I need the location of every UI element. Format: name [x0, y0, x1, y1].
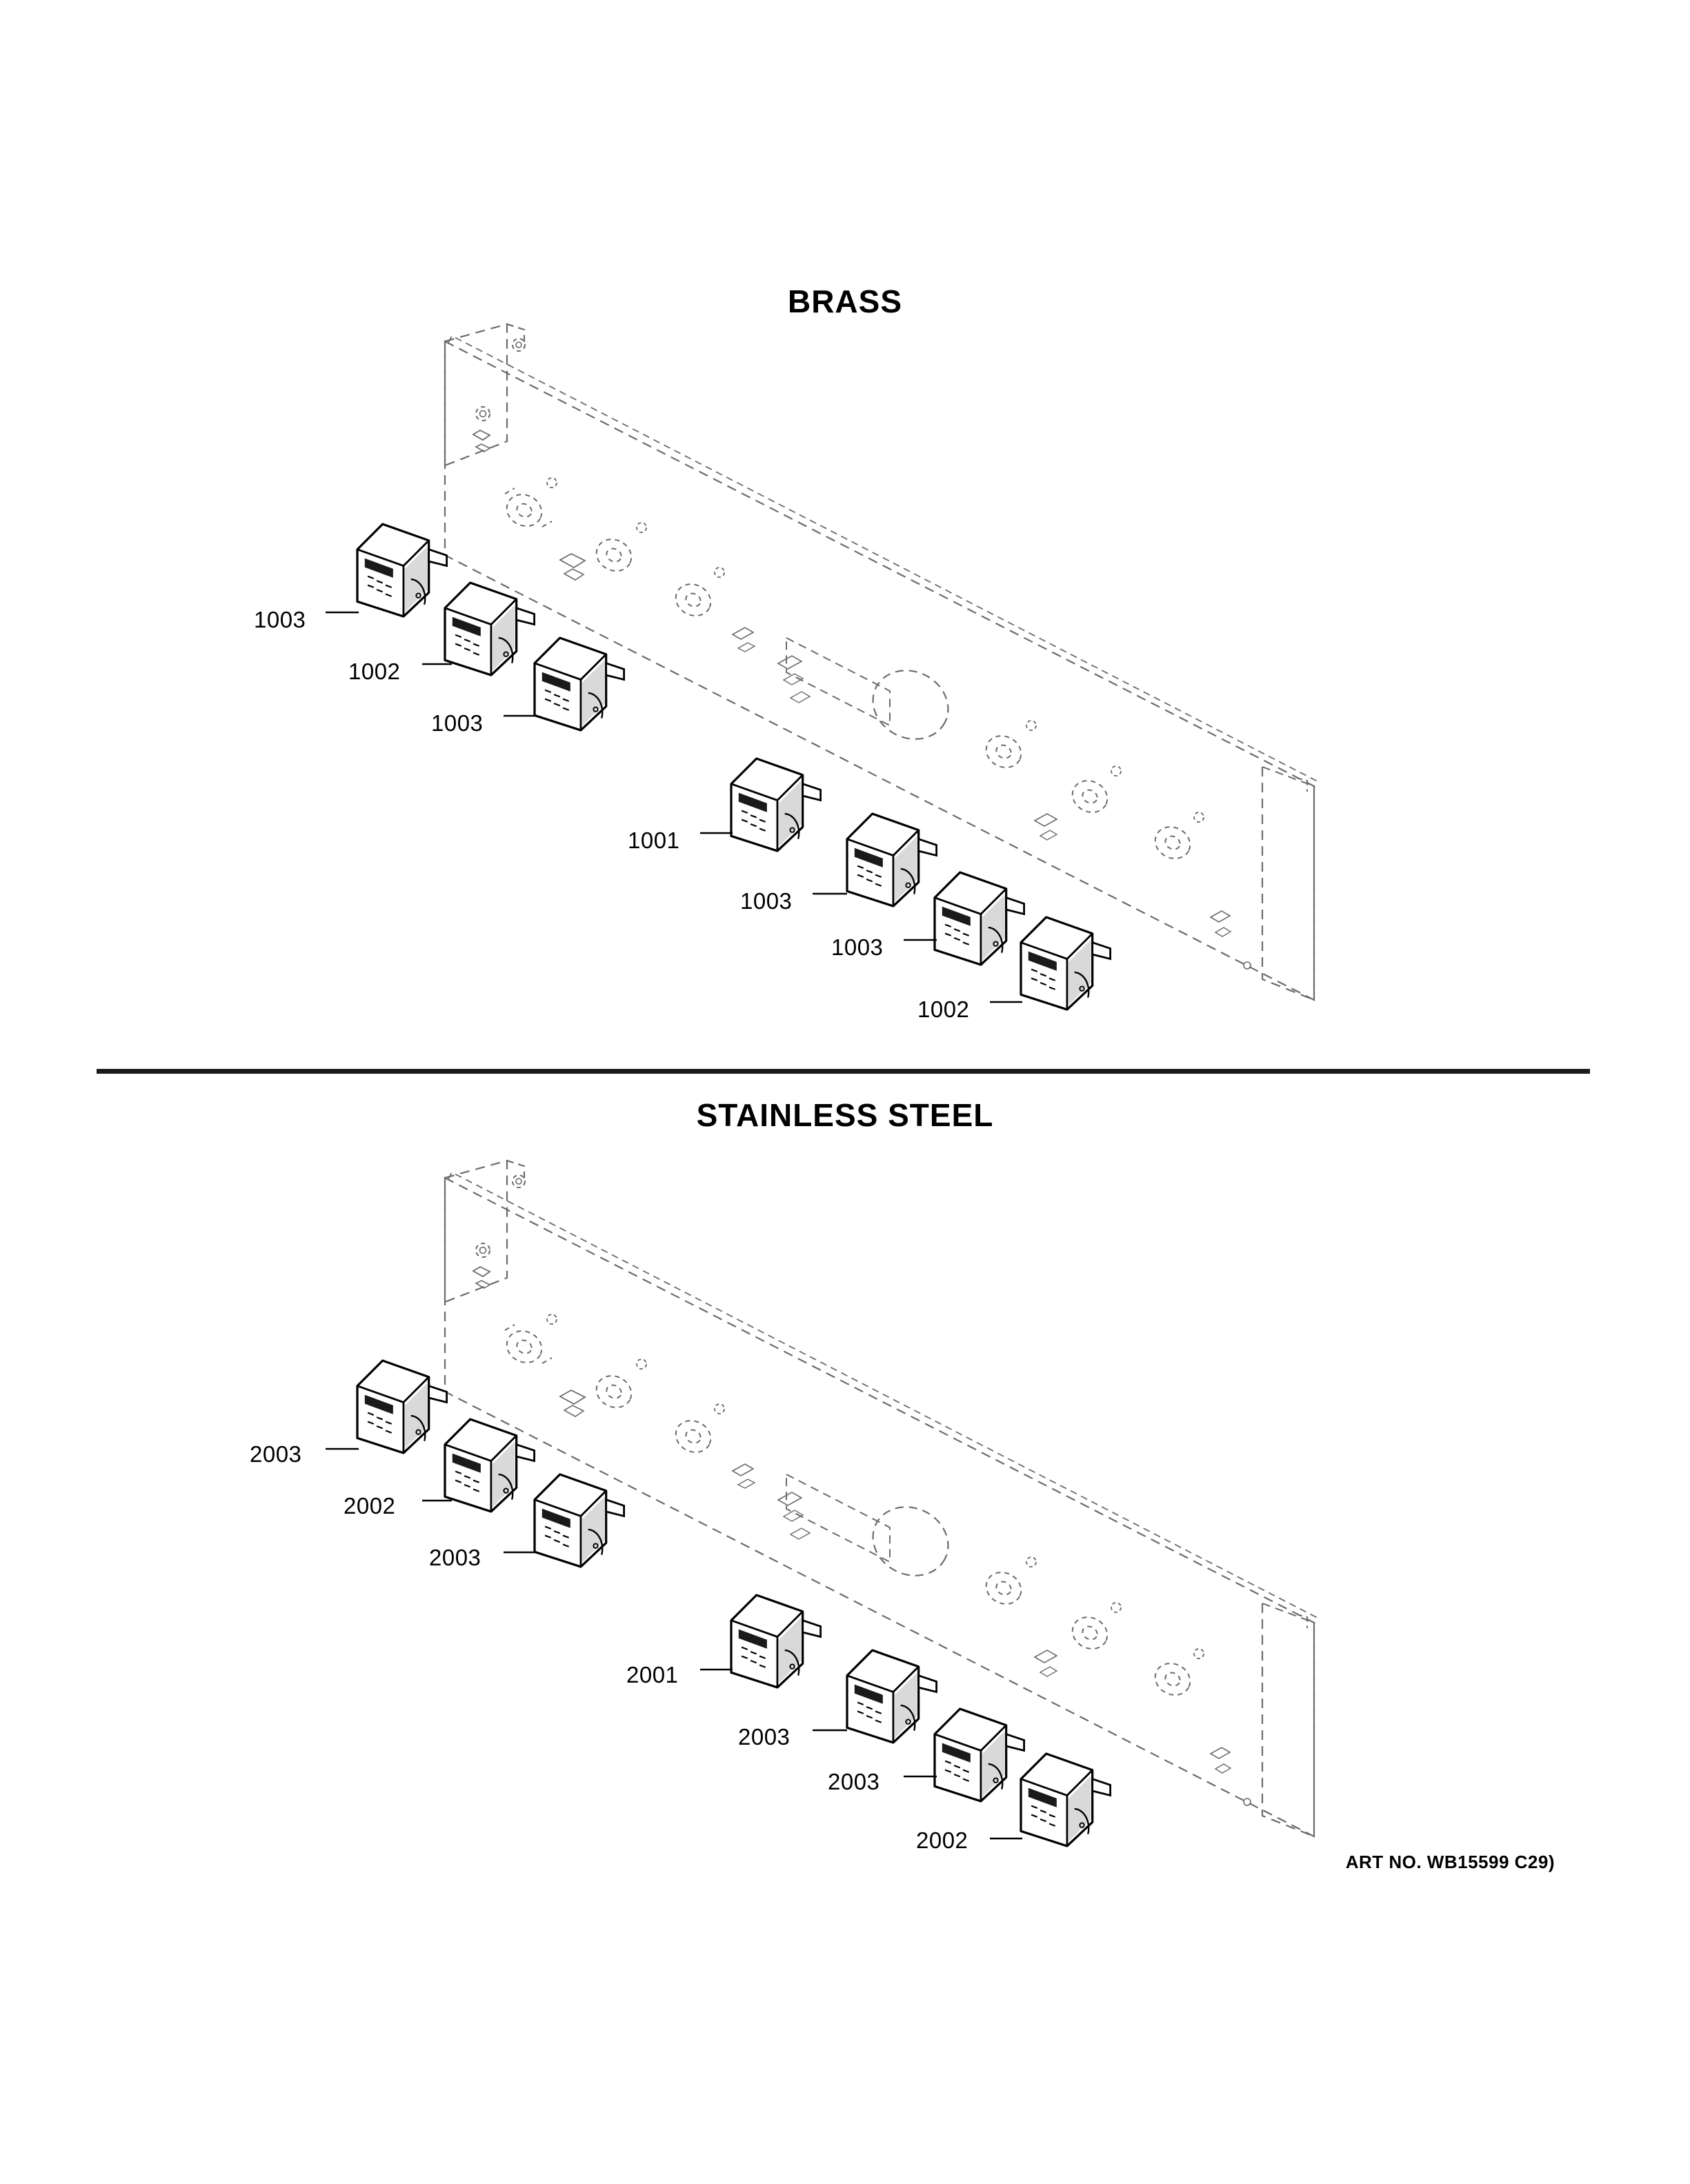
knob-part — [933, 871, 1026, 966]
stainless-steel-section-title: STAINLESS STEEL — [696, 1097, 994, 1133]
knob-part — [1020, 916, 1112, 1011]
section-divider — [97, 1069, 1590, 1074]
knob-part — [1020, 1752, 1112, 1847]
callout-label: 2001 — [626, 1662, 679, 1687]
callout-label: 2002 — [344, 1493, 396, 1519]
callout-label: 1003 — [431, 710, 484, 736]
knob-part — [444, 581, 536, 677]
knob-part — [730, 1594, 822, 1689]
art-number-label: ART NO. WB15599 C29) — [1345, 1852, 1555, 1872]
callout-label: 1003 — [831, 934, 884, 960]
callout-label: 2002 — [916, 1827, 968, 1853]
knob-part — [356, 1359, 448, 1454]
callout-label: 2003 — [828, 1769, 880, 1794]
knob-part — [444, 1418, 536, 1513]
brass-section-title: BRASS — [787, 283, 903, 319]
callout-label: 1003 — [740, 888, 793, 914]
brass-assembly — [326, 323, 1318, 1011]
callout-label: 1001 — [628, 828, 680, 853]
callout-label: 2003 — [250, 1441, 302, 1467]
callout-label: 2003 — [429, 1545, 481, 1570]
knob-part — [533, 1473, 626, 1568]
knob-part — [356, 523, 448, 618]
knob-part — [846, 1649, 938, 1744]
knob-part — [730, 757, 822, 852]
knob-part — [846, 812, 938, 908]
knob-part — [533, 637, 626, 732]
stainless-steel-assembly — [326, 1159, 1318, 1847]
knob-part — [933, 1707, 1026, 1803]
callout-label: 2003 — [738, 1724, 791, 1750]
callout-label: 1002 — [917, 996, 970, 1022]
callout-label: 1003 — [254, 607, 306, 632]
callout-label: 1002 — [348, 659, 401, 684]
